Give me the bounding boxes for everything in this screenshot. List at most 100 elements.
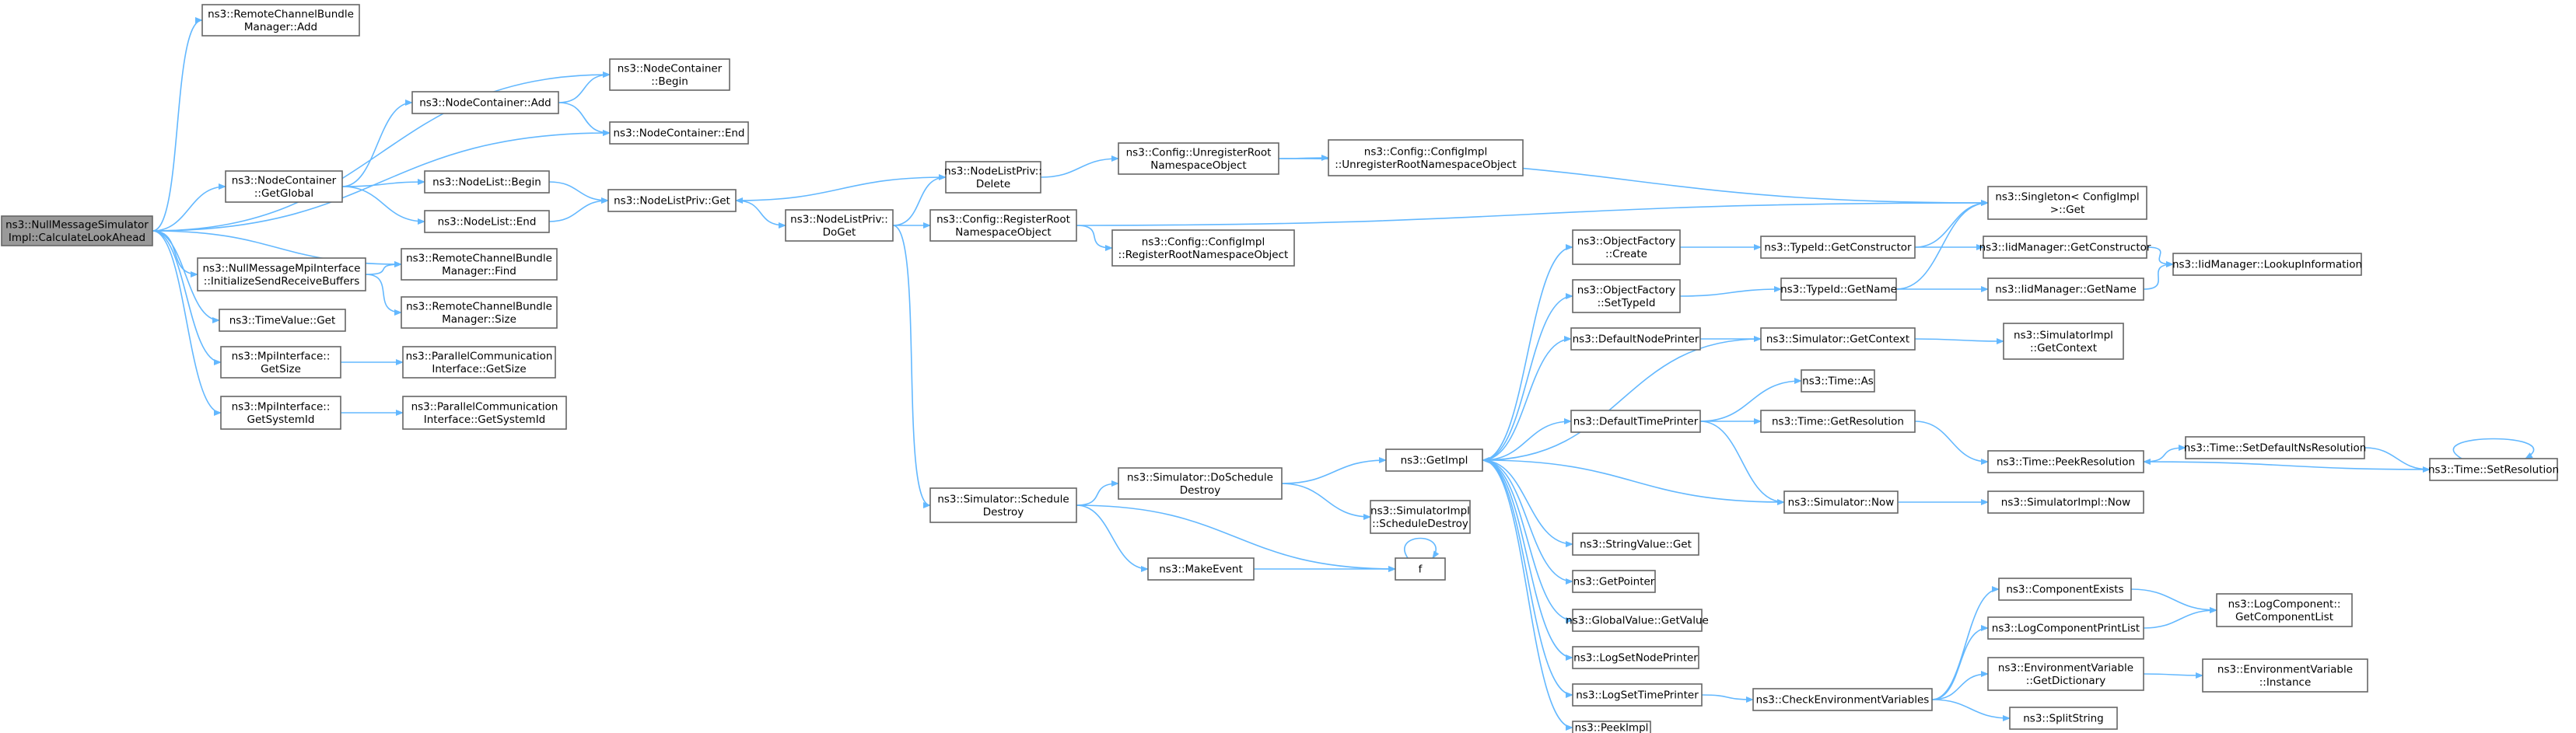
node-label: ns3::SimulatorImpl::Now	[2001, 497, 2130, 509]
edge-simNow-to-getImpl	[1482, 457, 1785, 503]
node-logCompGetList[interactable]: ns3::LogComponent::GetComponentList	[2216, 593, 2353, 627]
node-simSchedDestroy[interactable]: ns3::Simulator::ScheduleDestroy	[929, 487, 1077, 523]
node-iidLookup[interactable]: ns3::IidManager::LookupInformation	[2172, 253, 2362, 276]
node-timePeekRes[interactable]: ns3::Time::PeekResolution	[1987, 450, 2144, 473]
node-nmmpiInit[interactable]: ns3::NullMessageMpiInterface::Initialize…	[197, 257, 366, 291]
node-box	[220, 346, 341, 379]
node-timeGetRes[interactable]: ns3::Time::GetResolution	[1760, 410, 1916, 433]
node-label: ns3::ComponentExists	[2006, 584, 2123, 596]
node-label: ns3::Config::RegisterRoot	[936, 213, 1070, 225]
node-label: ns3::IidManager::GetConstructor	[1979, 242, 2151, 254]
node-label: ns3::GetImpl	[1401, 455, 1468, 467]
node-strValGet[interactable]: ns3::StringValue::Get	[1572, 532, 1699, 556]
node-label: ::RegisterRootNamespaceObject	[1118, 249, 1289, 261]
edge-getImpl-to-ofCreate	[1482, 244, 1573, 461]
node-ofCreate[interactable]: ns3::ObjectFactory::Create	[1572, 229, 1681, 265]
node-defNodePrinter[interactable]: ns3::DefaultNodePrinter	[1570, 327, 1701, 351]
node-label: ns3::SplitString	[2023, 713, 2104, 725]
node-box	[1987, 277, 2144, 301]
edge-nlpDoGet-to-simSchedDestroy	[892, 225, 931, 508]
node-gvGetValue[interactable]: ns3::GlobalValue::GetValue	[1566, 609, 1709, 632]
edge-nlpDelete-to-cfgUnreg	[1040, 155, 1119, 178]
node-timeSetRes[interactable]: ns3::Time::SetResolution	[2428, 458, 2559, 481]
node-simImplGetContext[interactable]: ns3::SimulatorImpl::GetContext	[2003, 323, 2124, 360]
node-box	[201, 4, 360, 37]
node-getImpl[interactable]: ns3::GetImpl	[1385, 449, 1483, 472]
node-envGetDict[interactable]: ns3::EnvironmentVariable::GetDictionary	[1987, 657, 2144, 691]
node-simImplNow[interactable]: ns3::SimulatorImpl::Now	[1987, 490, 2144, 514]
node-label: ns3::TypeId::GetName	[1780, 284, 1897, 296]
node-nlpDelete[interactable]: ns3::NodeListPriv::Delete	[944, 161, 1042, 194]
node-label: ::Instance	[2259, 676, 2312, 689]
node-label: ns3::ObjectFactory	[1577, 284, 1676, 296]
node-compExists[interactable]: ns3::ComponentExists	[1998, 578, 2132, 601]
node-label: Destroy	[1180, 484, 1221, 497]
node-tidGetCtor[interactable]: ns3::TypeId::GetConstructor	[1760, 236, 1916, 259]
node-ncEnd[interactable]: ns3::NodeContainer::End	[609, 121, 749, 145]
node-defTimePrinter[interactable]: ns3::DefaultTimePrinter	[1570, 410, 1701, 433]
node-timeSetDefNs[interactable]: ns3::Time::SetDefaultNsResolution	[2184, 436, 2367, 459]
node-cfgReg[interactable]: ns3::Config::RegisterRootNamespaceObject	[929, 209, 1077, 242]
node-timeAs[interactable]: ns3::Time::As	[1801, 369, 1875, 393]
node-pciGetSysId[interactable]: ns3::ParallelCommunicationInterface::Get…	[402, 396, 567, 430]
node-label: ns3::Config::ConfigImpl	[1142, 236, 1265, 248]
node-logCompPrintList[interactable]: ns3::LogComponentPrintList	[1987, 616, 2144, 640]
edge-getImpl-to-ofSetTypeId	[1482, 293, 1573, 461]
node-iidGetName[interactable]: ns3::IidManager::GetName	[1987, 277, 2144, 301]
node-getPointer[interactable]: ns3::GetPointer	[1572, 570, 1656, 593]
node-logSetTimePrinter[interactable]: ns3::LogSetTimePrinter	[1572, 683, 1703, 707]
edge-envGetDict-to-envInstance	[2143, 672, 2203, 679]
node-envInstance[interactable]: ns3::EnvironmentVariable::Instance	[2202, 658, 2368, 693]
node-mpiGetSize[interactable]: ns3::MpiInterface::GetSize	[220, 346, 341, 379]
node-label: ns3::Simulator::Now	[1788, 497, 1895, 509]
node-cfgUnreg[interactable]: ns3::Config::UnregisterRootNamespaceObje…	[1118, 142, 1279, 175]
node-tvGet[interactable]: ns3::TimeValue::Get	[219, 309, 346, 332]
node-singleton[interactable]: ns3::Singleton< ConfigImpl>::Get	[1987, 186, 2147, 220]
node-ncGetGlobal[interactable]: ns3::NodeContainer::GetGlobal	[225, 170, 343, 203]
node-label: ns3::DefaultTimePrinter	[1573, 416, 1699, 428]
node-box	[1760, 327, 1916, 351]
node-nlpDoGet[interactable]: ns3::NodeListPriv::DoGet	[785, 209, 894, 242]
edge-defTimePrinter-to-timeAs	[1699, 378, 1802, 422]
node-label: ns3::NodeList::End	[438, 216, 537, 229]
edge-simGetContext-to-getImpl	[1482, 338, 1762, 463]
node-nlpGet[interactable]: ns3::NodeListPriv::Get	[607, 189, 737, 212]
node-box	[1, 215, 153, 246]
node-label: GetSystemId	[247, 414, 315, 426]
node-f[interactable]: f	[1395, 557, 1446, 581]
node-ofSetTypeId[interactable]: ns3::ObjectFactory::SetTypeId	[1572, 279, 1681, 313]
edge-timeSetDefNs-to-timeSetRes	[2364, 447, 2431, 473]
node-label: ns3::CheckEnvironmentVariables	[1756, 694, 1930, 707]
node-box	[1111, 229, 1295, 267]
node-nlEnd[interactable]: ns3::NodeList::End	[424, 210, 550, 233]
node-logSetNodePrinter[interactable]: ns3::LogSetNodePrinter	[1572, 646, 1699, 669]
node-tidGetName[interactable]: ns3::TypeId::GetName	[1780, 277, 1897, 301]
node-box	[929, 209, 1077, 242]
node-simImplSchedDestroy[interactable]: ns3::SimulatorImpl::ScheduleDestroy	[1370, 500, 1471, 534]
node-splitString[interactable]: ns3::SplitString	[2009, 707, 2118, 730]
node-nlBegin[interactable]: ns3::NodeList::Begin	[424, 170, 550, 194]
node-pciGetSize[interactable]: ns3::ParallelCommunicationInterface::Get…	[402, 346, 556, 379]
node-ncAdd[interactable]: ns3::NodeContainer::Add	[411, 91, 559, 114]
edge-checkEnv-to-logCompPrintList	[1931, 625, 1989, 700]
node-ncBegin[interactable]: ns3::NodeContainer::Begin	[609, 58, 730, 91]
node-simGetContext[interactable]: ns3::Simulator::GetContext	[1760, 327, 1916, 351]
node-peekImpl[interactable]: ns3::PeekImpl	[1572, 721, 1651, 733]
node-cfgImplReg[interactable]: ns3::Config::ConfigImpl::RegisterRootNam…	[1111, 229, 1295, 267]
node-box	[220, 396, 341, 430]
node-iidGetCtor[interactable]: ns3::IidManager::GetConstructor	[1979, 236, 2151, 259]
node-cfgImplUnreg[interactable]: ns3::Config::ConfigImpl::UnregisterRootN…	[1328, 139, 1524, 176]
node-label: ns3::GlobalValue::GetValue	[1566, 615, 1709, 627]
node-simNow[interactable]: ns3::Simulator::Now	[1783, 490, 1899, 514]
node-mpiGetSysId[interactable]: ns3::MpiInterface::GetSystemId	[220, 396, 341, 430]
node-label: ns3::MakeEvent	[1159, 564, 1243, 576]
node-label: Impl::CalculateLookAhead	[9, 232, 145, 244]
node-checkEnv[interactable]: ns3::CheckEnvironmentVariables	[1752, 688, 1933, 711]
node-root[interactable]: ns3::NullMessageSimulatorImpl::Calculate…	[1, 215, 153, 246]
node-makeEvent[interactable]: ns3::MakeEvent	[1147, 557, 1255, 581]
node-label: GetSize	[261, 363, 301, 375]
